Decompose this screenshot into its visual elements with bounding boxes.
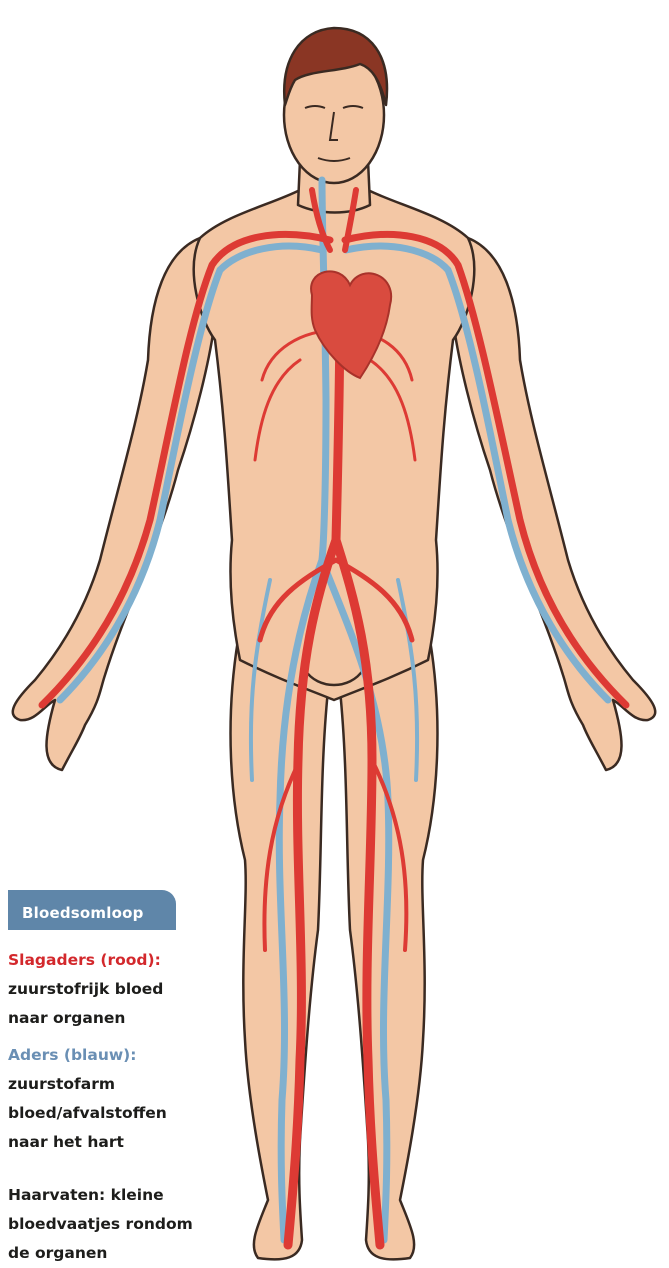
right-arm (453, 238, 655, 770)
veins-description-line1: zuurstofarm (8, 1070, 167, 1099)
veins-description-line3: naar het hart (8, 1128, 167, 1157)
arteries-legend: Slagaders (rood): zuurstofrijk bloed naa… (8, 946, 163, 1033)
veins-label: Aders (blauw): (8, 1041, 167, 1070)
legend-title-badge: Bloedsomloop (8, 890, 176, 930)
veins-legend: Aders (blauw): zuurstofarm bloed/afvalst… (8, 1041, 167, 1157)
arteries-description-line2: naar organen (8, 1004, 163, 1033)
arteries-label: Slagaders (rood): (8, 946, 163, 975)
capillaries-description-line1: Haarvaten: kleine (8, 1181, 193, 1210)
capillaries-description-line2: bloedvaatjes rondom (8, 1210, 193, 1239)
arteries-description-line1: zuurstofrijk bloed (8, 975, 163, 1004)
capillaries-description-line3: de organen (8, 1239, 193, 1268)
capillaries-legend: Haarvaten: kleine bloedvaatjes rondom de… (8, 1181, 193, 1268)
veins-description-line2: bloed/afvalstoffen (8, 1099, 167, 1128)
left-arm (13, 238, 215, 770)
